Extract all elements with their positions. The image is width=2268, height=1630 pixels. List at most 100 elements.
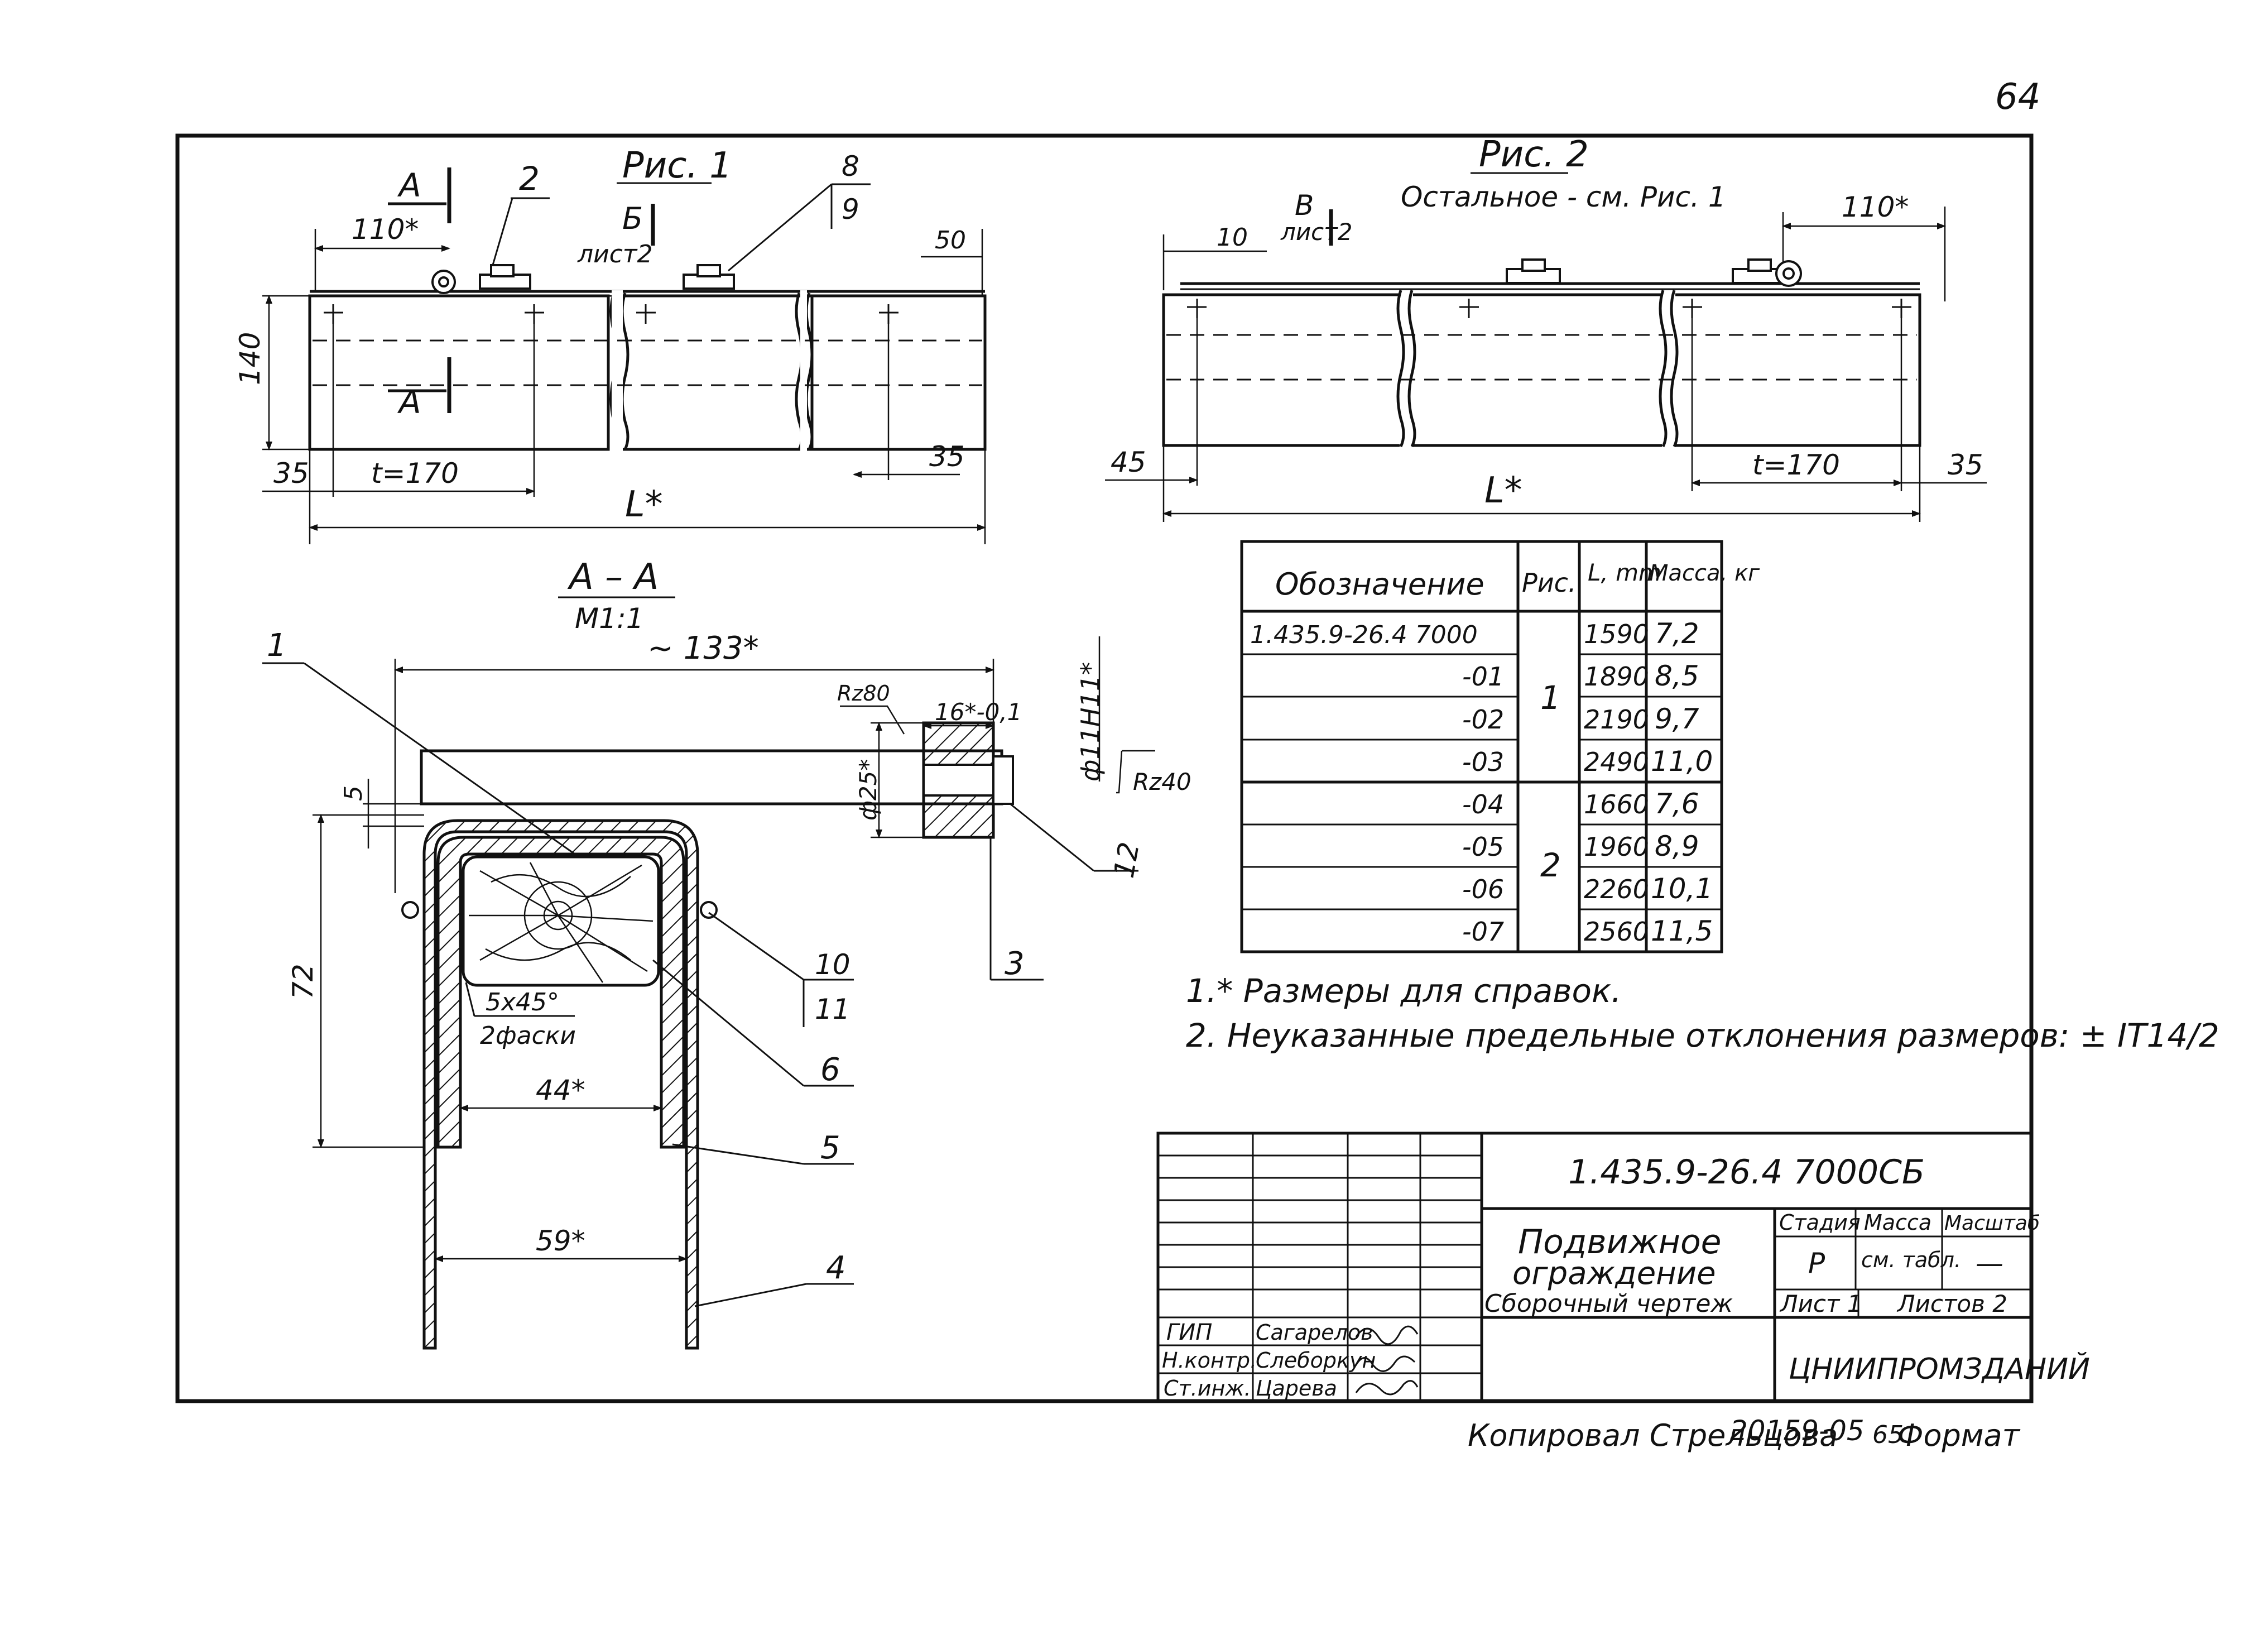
section-dim-44: 44* [536, 1074, 585, 1106]
footer: Копировал Стрельцова 20159-05 65 Формат [1468, 1415, 2021, 1453]
table-row-length: 2260 [1584, 874, 1649, 904]
section-dim-16: 16*-0,1 [935, 698, 1022, 726]
section-title: А – А [567, 557, 659, 598]
figure-1: Рис. 1 А 2 8 9 Б лист2 110* 50 [234, 145, 987, 544]
table-row-designation: -02 [1462, 704, 1504, 735]
table-row-length: 1590 [1584, 619, 1649, 649]
spec-table: Обозначение Рис. L, mm Масса, кг 1.435.9… [1240, 540, 1760, 953]
footer-sheet: 65 [1872, 1421, 1904, 1449]
table-row-mass: 9,7 [1655, 703, 1699, 735]
note-1: 1.* Размеры для справок. [1186, 972, 1621, 1010]
title-scale-header: Масштаб [1944, 1212, 2040, 1235]
fig1-view-b: Б [622, 201, 643, 236]
section-pos-3: 3 [1005, 946, 1025, 982]
table-row-length: 1960 [1584, 832, 1649, 862]
fig2-dim-35: 35 [1948, 449, 1983, 481]
table-row-designation: -01 [1462, 661, 1504, 692]
page-number: 64 [1995, 76, 2040, 118]
title-name-line1: Подвижное [1518, 1222, 1722, 1262]
fig1-pos-8: 8 [842, 150, 859, 183]
table-row-length: 2490 [1584, 747, 1649, 777]
title-block: 1.435.9-26.4 7000СБ Подвижное ограждение… [1156, 1132, 2090, 1403]
section-pos-5: 5 [820, 1130, 840, 1166]
fig2-dim-l: L* [1484, 470, 1522, 511]
table-row-designation: -06 [1462, 874, 1504, 904]
section-dim-phi11: ф11Н11* [1075, 662, 1106, 782]
section-rz80: Rz80 [837, 681, 890, 706]
table-row-length: 1660 [1584, 789, 1649, 819]
title-doc-type: Сборочный чертеж [1484, 1289, 1733, 1318]
fig1-title: Рис. 1 [622, 145, 732, 186]
title-stage-header: Стадия [1779, 1210, 1861, 1235]
fig1-dim-110: 110* [352, 213, 419, 246]
section-pos-1: 1 [267, 627, 287, 664]
fig2-view-v-sheet: лист2 [1280, 218, 1352, 246]
fig1-dim-140: 140 [234, 332, 266, 385]
signature-scribble [1355, 1325, 1419, 1345]
table-row-mass: 7,2 [1655, 617, 1699, 650]
signature-name: Слеборкун [1256, 1348, 1376, 1373]
table-row-mass: 11,5 [1651, 915, 1713, 947]
drawing-frame [175, 133, 2034, 1403]
table-header-mass: Масса, кг [1649, 560, 1760, 586]
title-organization: ЦНИИПРОМЗДАНИЙ [1789, 1352, 2090, 1386]
section-pos-10: 10 [815, 948, 850, 981]
signature-name: Сагарелов [1256, 1320, 1373, 1345]
signature-name: Царева [1256, 1376, 1337, 1401]
table-row-length: 2560 [1584, 917, 1649, 947]
fig1-dim-35-left: 35 [273, 457, 309, 490]
title-stage-value: Р [1808, 1247, 1825, 1279]
fig1-pos-9: 9 [842, 193, 859, 226]
table-header-length: L, mm [1588, 559, 1661, 586]
fig1-dim-35-right: 35 [929, 440, 965, 473]
section-pos-4: 4 [826, 1250, 846, 1286]
section-pos-6: 6 [820, 1052, 840, 1088]
title-code: 1.435.9-26.4 7000СБ [1568, 1153, 1925, 1192]
footer-copied: Копировал Стрельцова [1468, 1418, 1838, 1453]
signature-scribble [1355, 1355, 1416, 1372]
signature-role: Ст.инж. [1164, 1376, 1251, 1401]
table-header-designation: Обозначение [1275, 567, 1484, 602]
table-header-fig: Рис. [1522, 568, 1577, 598]
table-row-mass: 7,6 [1655, 788, 1699, 820]
table-row-mass: 8,9 [1655, 830, 1699, 862]
section-chamfer-count: 2фаски [480, 1022, 576, 1050]
fig2-view-v: В [1295, 189, 1314, 222]
section-dim-133: ~ 133* [647, 630, 759, 667]
note-2: 2. Неуказанные предельные отклонения раз… [1186, 1017, 2219, 1054]
table-row-length: 2190 [1584, 704, 1649, 735]
section-rz40: Rz40 [1133, 768, 1191, 795]
signature-role: Н.контр. [1162, 1348, 1257, 1373]
table-row-designation: 1.435.9-26.4 7000 [1250, 621, 1478, 649]
footer-order: 20159-05 [1730, 1415, 1865, 1447]
fig2-dim-45: 45 [1111, 446, 1146, 478]
section-dim-5: 5 [339, 785, 368, 801]
fig1-section-a-bottom: А [397, 383, 421, 421]
section-dim-72: 72 [287, 963, 319, 999]
table-row-designation: -05 [1462, 832, 1504, 862]
section-chamfer: 5х45° [486, 988, 559, 1017]
table-row-mass: 10,1 [1651, 872, 1713, 905]
title-name-line2: ограждение [1512, 1255, 1716, 1292]
section-dim-59: 59* [536, 1225, 585, 1257]
fig1-dim-50: 50 [935, 226, 966, 255]
table-fig-group: 2 [1540, 846, 1561, 884]
table-row-designation: -07 [1462, 917, 1504, 947]
fig1-dim-l: L* [625, 484, 663, 525]
title-sheet: Лист 1 [1779, 1290, 1862, 1317]
section-dim-phi25: ф25* [854, 759, 882, 821]
fig2-subtitle: Остальное - см. Рис. 1 [1401, 181, 1726, 213]
section-scale: М1:1 [575, 602, 644, 635]
table-row-mass: 8,5 [1655, 660, 1699, 692]
figure-2: Рис. 2 Остальное - см. Рис. 1 В лист2 10… [1105, 134, 1987, 522]
table-row-designation: -04 [1462, 789, 1504, 819]
fig1-dim-t: t=170 [371, 457, 459, 490]
fig1-view-b-sheet: лист2 [577, 240, 653, 269]
section-pos-11: 11 [815, 993, 850, 1025]
table-row-length: 1890 [1584, 661, 1649, 692]
footer-format: Формат [1897, 1418, 2021, 1453]
table-row-mass: 11,0 [1651, 745, 1713, 778]
title-scale-value: — [1976, 1247, 2003, 1279]
notes: 1.* Размеры для справок. 2. Неуказанные … [1186, 972, 2219, 1054]
